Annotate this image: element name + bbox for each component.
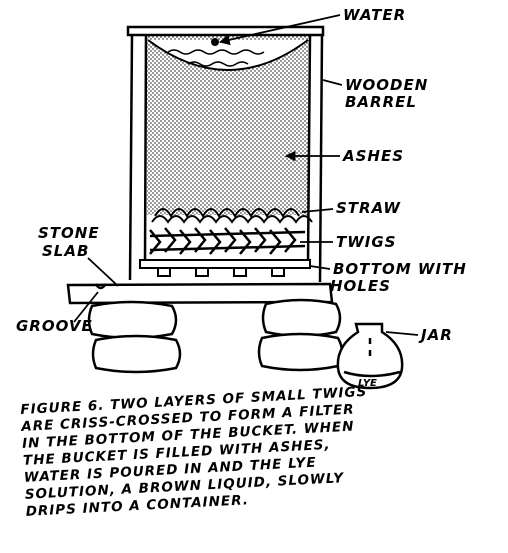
label-lye: LYE	[358, 378, 377, 389]
leader-straw	[301, 208, 334, 213]
label-ashes: ASHES	[342, 147, 404, 165]
leader-water	[218, 14, 341, 46]
label-holes: HOLES	[330, 277, 391, 295]
water	[147, 38, 309, 71]
twigs-layer	[149, 227, 306, 255]
leader-bottom	[309, 265, 331, 270]
leader-jar	[385, 331, 419, 336]
label-slab: SLAB	[42, 242, 89, 260]
leader-groove	[73, 291, 99, 323]
support-stones	[87, 298, 344, 374]
label-barrel: BARREL	[345, 93, 417, 111]
label-groove: GROOVE	[16, 317, 93, 335]
label-jar: JAR	[418, 326, 453, 344]
label-bottom-with: BOTTOM WITH	[333, 260, 467, 278]
label-stone: STONE	[38, 224, 100, 242]
label-straw: STRAW	[336, 199, 401, 217]
leader-wooden-barrel	[322, 79, 343, 86]
wooden-barrel	[126, 25, 325, 283]
bottom-with-holes	[139, 259, 311, 277]
leader-stone-slab	[87, 257, 119, 287]
ashes-fill	[147, 36, 309, 215]
label-wooden: WOODEN	[345, 76, 428, 94]
jar	[336, 322, 404, 390]
straw-layer	[151, 208, 313, 224]
label-water: WATER	[343, 6, 406, 24]
label-twigs: TWIGS	[336, 233, 396, 251]
figure-caption: FIGURE 6. TWO LAYERS OF SMALL TWIGS ARE …	[20, 377, 496, 520]
